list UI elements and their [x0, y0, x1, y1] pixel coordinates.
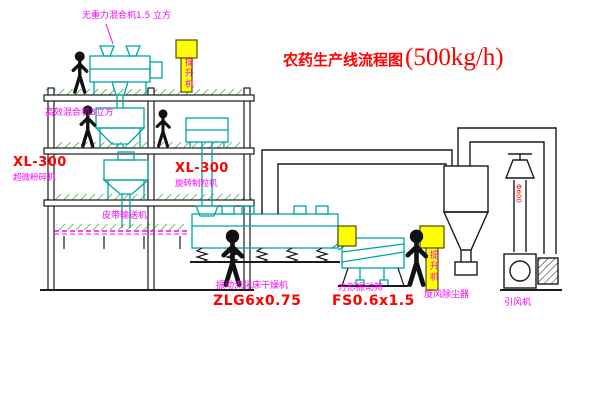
- label-gravity-mixer: 无重力混合机1.5 立方: [82, 11, 172, 21]
- granulator-drawing: [185, 117, 229, 217]
- label-granulator-name: 旋转制粒机: [175, 179, 218, 189]
- label-induced-draft-fan: 引风机: [504, 298, 532, 308]
- stack-drawing: [504, 153, 536, 252]
- label-pulverizer-model: XL-300: [13, 155, 67, 170]
- square-sieve-drawing: [338, 237, 408, 287]
- pulverizer-drawing: [102, 151, 150, 228]
- diagram-title: 农药生产线流程图 (500kg/h): [283, 44, 504, 72]
- worker-figure: [155, 107, 171, 148]
- high-efficiency-mixer-drawing: [94, 107, 146, 148]
- label-belt-conveyor: 皮带输送机: [102, 211, 148, 221]
- label-elevator-right: 提升机: [427, 250, 438, 283]
- title-capacity: (500kg/h): [405, 44, 504, 71]
- gravity-mixer-drawing: [89, 45, 163, 108]
- label-stack-dimension: Φ600: [514, 184, 523, 203]
- label-dryer-name: 振动流化床干燥机: [216, 281, 289, 291]
- label-sieve-model: FS0.6x1.5: [332, 293, 415, 309]
- label-high-efficiency-mixer: 高效混合机3立方: [45, 108, 114, 118]
- label-pulverizer-name: 超微粉碎机: [13, 173, 56, 183]
- fan-drawing: [500, 253, 562, 291]
- label-granulator-model: XL-300: [175, 161, 229, 176]
- building-structure: [40, 87, 255, 291]
- label-cyclone: 旋风除尘器: [424, 290, 470, 300]
- title-text: 农药生产线流程图: [283, 51, 404, 69]
- duct-drawing: [261, 127, 557, 254]
- label-sieve-name: 方形振动筛: [338, 283, 384, 293]
- label-dryer-model: ZLG6x0.75: [213, 293, 302, 309]
- bucket-elevator-left-drawing: [175, 39, 198, 93]
- worker-figure: [71, 49, 89, 94]
- belt-conveyor-drawing: [54, 224, 188, 249]
- label-leader-line: [105, 23, 114, 45]
- sieve-feed-box: [337, 225, 357, 247]
- fluid-bed-dryer-drawing: [190, 205, 349, 263]
- cyclone-drawing: [442, 165, 490, 276]
- label-elevator-left: 提升机: [182, 57, 193, 90]
